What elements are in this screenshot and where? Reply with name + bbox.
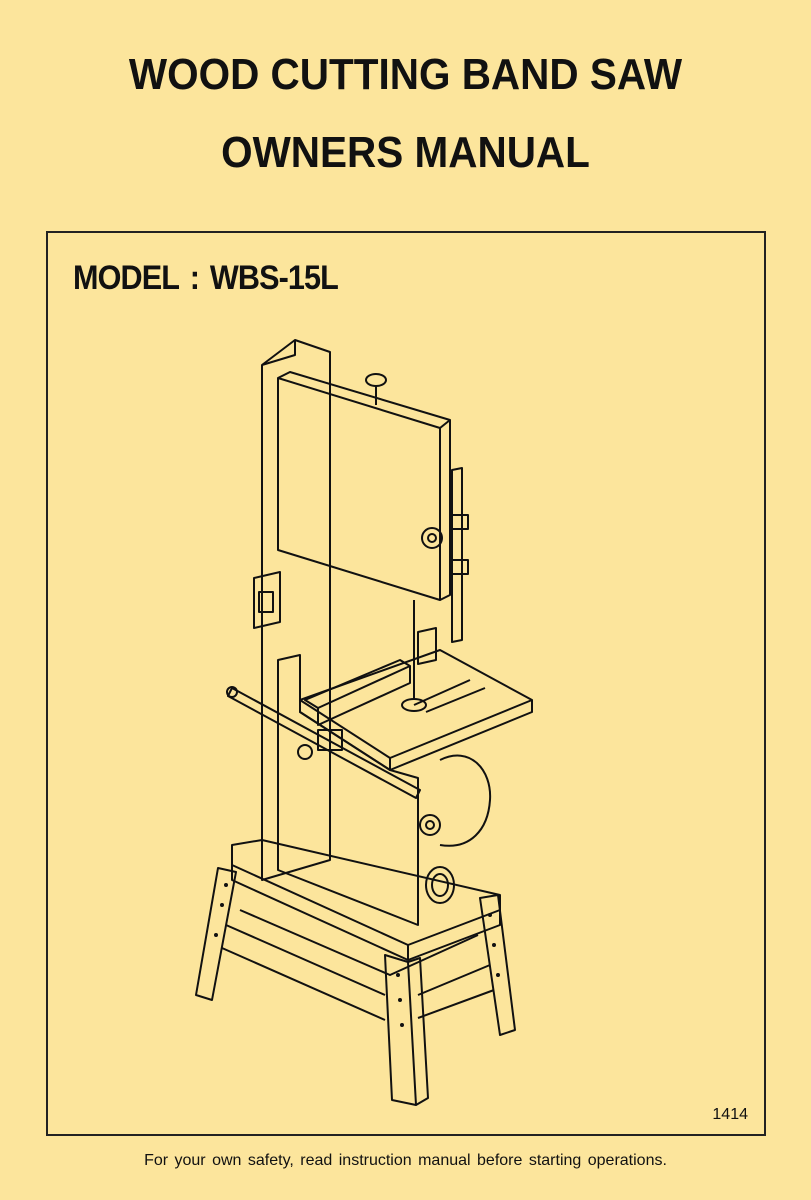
model-heading: MODEL:WBS-15L (73, 259, 339, 298)
title-line-2: OWNERS MANUAL (221, 128, 590, 177)
title-line-1: WOOD CUTTING BAND SAW (128, 50, 683, 99)
model-number: WBS-15L (209, 259, 339, 297)
model-separator: : (189, 259, 200, 297)
model-label: MODEL (73, 259, 180, 297)
cover-frame: MODEL:WBS-15L 1414 (46, 231, 766, 1136)
document-code: 1414 (712, 1106, 748, 1123)
safety-notice: For your own safety, read instruction ma… (144, 1152, 667, 1169)
